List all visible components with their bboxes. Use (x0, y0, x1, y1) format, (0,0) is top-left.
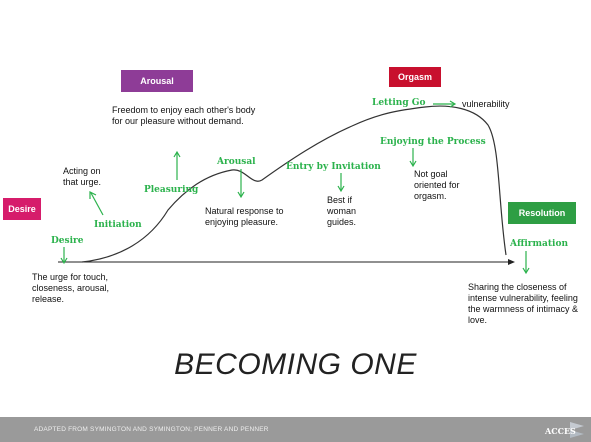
response-curve (81, 105, 507, 263)
phase-label-entry: Entry by Invitation (286, 162, 381, 172)
desire-stage-box: Desire (3, 198, 41, 220)
phase-label-desire: Desire (51, 236, 84, 246)
acces-logo-text: ACCES (545, 426, 576, 436)
note-affirmation: Sharing the closeness of intense vulnera… (468, 282, 579, 325)
phase-label-initiation: Initiation (94, 220, 142, 230)
note-initiation: Acting on that urge. (63, 166, 102, 187)
note-pleasuring: Freedom to enjoy each other's body for o… (112, 105, 256, 126)
footer-credit: ADAPTED FROM SYMINGTON AND SYMINGTON; PE… (34, 426, 269, 433)
footer-bar (0, 417, 591, 442)
note-letting-go: vulnerability (462, 99, 510, 109)
note-arousal: Natural response to enjoying pleasure. (205, 206, 284, 227)
resolution-stage-box: Resolution (508, 202, 576, 224)
note-enjoying: Not goal oriented for orgasm. (414, 169, 460, 201)
acces-logo-icon (570, 422, 584, 438)
phase-label-letting-go: Letting Go (372, 98, 426, 108)
baseline-arrowhead (508, 259, 515, 265)
note-entry: Best if woman guides. (327, 195, 357, 227)
phase-label-affirmation: Affirmation (510, 239, 569, 249)
orgasm-stage-box: Orgasm (389, 67, 441, 87)
phase-label-enjoying: Enjoying the Process (380, 137, 486, 147)
slide-title: BECOMING ONE (174, 348, 417, 381)
phase-label-pleasuring: Pleasuring (144, 185, 199, 195)
arousal-stage-box: Arousal (121, 70, 193, 92)
phase-label-arousal: Arousal (217, 157, 256, 167)
note-desire: The urge for touch, closeness, arousal, … (32, 272, 110, 304)
